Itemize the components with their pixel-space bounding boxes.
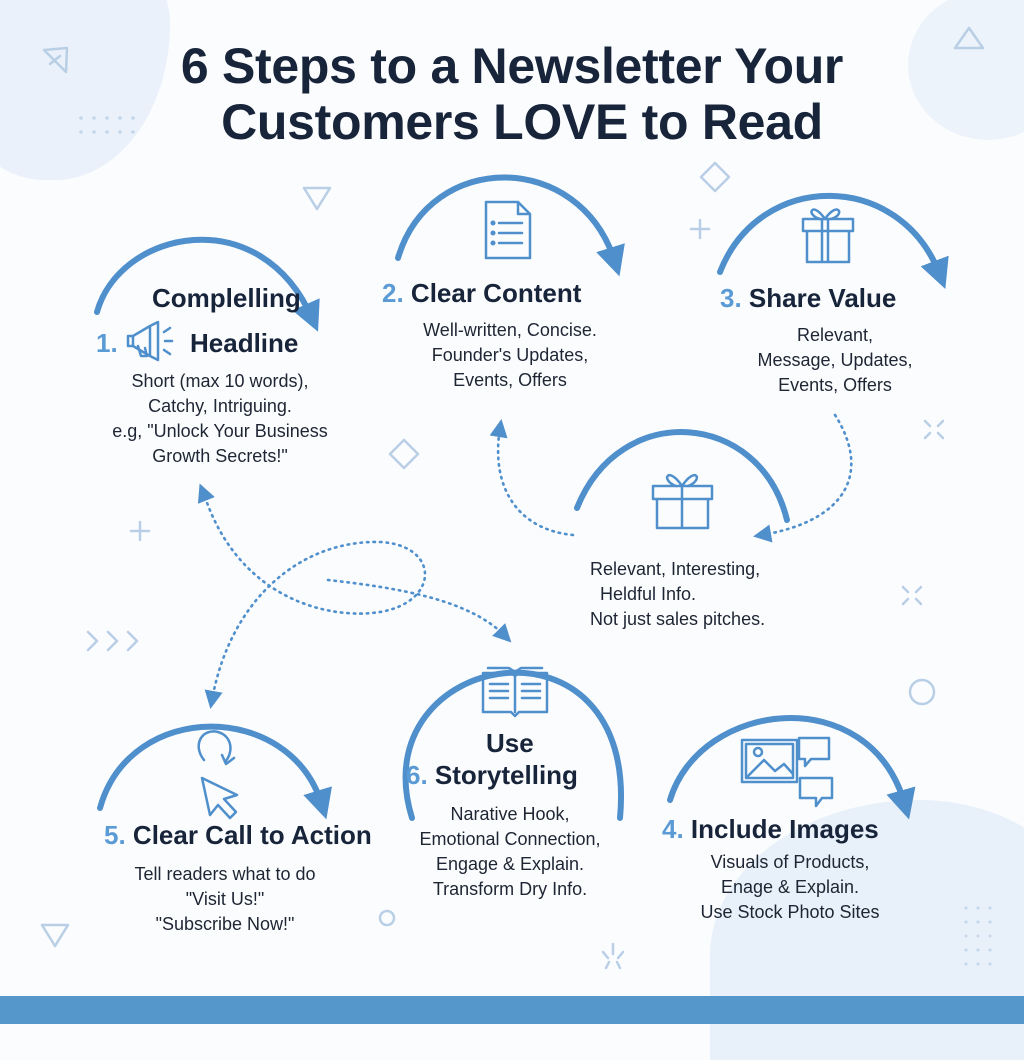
cursor-click-icon (197, 730, 239, 820)
desc-line: Emotional Connection, (419, 829, 601, 849)
dotted-connector (326, 578, 512, 643)
step-6-title: 6. Storytelling (406, 760, 578, 791)
desc-line: Tell readers what to do (134, 864, 316, 884)
step-6-description: Narative Hook, Emotional Connection, Eng… (400, 802, 620, 902)
step-6-number: 6. (406, 760, 428, 790)
step-5-description: Tell readers what to do "Visit Us!" "Sub… (90, 862, 360, 937)
step-4-arc-arrow (667, 715, 916, 820)
desc-line: Transform Dry Info. (432, 879, 588, 899)
step-2-number: 2. (382, 278, 404, 308)
step-4-title-text: Include Images (690, 814, 879, 844)
page-title: 6 Steps to a Newsletter Your Customers L… (0, 38, 1024, 150)
desc-line: "Visit Us!" (185, 889, 265, 909)
center-node-description: Relevant, Interesting, Heldful Info. Not… (590, 557, 765, 632)
desc-line: Message, Updates, (757, 350, 913, 370)
desc-line: Narative Hook, (450, 804, 570, 824)
title-line-2: Customers LOVE to Read (221, 94, 823, 150)
dotted-connector (753, 413, 853, 543)
gift-icon (651, 473, 714, 530)
decorations-layer (40, 26, 992, 970)
desc-line: e.g, "Unlock Your Business (112, 421, 328, 441)
desc-line: Well-written, Concise. (423, 320, 597, 340)
step-5-title-text: Clear Call to Action (132, 820, 372, 850)
desc-line: Events, Offers (453, 370, 567, 390)
step-4-number: 4. (662, 814, 684, 844)
desc-line: "Subscribe Now!" (155, 914, 295, 934)
desc-line: Engage & Explain. (435, 854, 585, 874)
triangle-down-icon (40, 923, 70, 948)
step-2-description: Well-written, Concise. Founder's Updates… (370, 318, 650, 393)
sparkle-icon (923, 419, 945, 440)
step-6-title-line-1: Use (486, 728, 534, 758)
step-2-title-text: Clear Content (410, 278, 582, 308)
step-1-number: 1. (96, 328, 118, 358)
dot-grid-icon (79, 116, 135, 134)
sparkle-icon (901, 585, 923, 606)
step-1-title-line-1: Complelling (152, 283, 301, 313)
step-4-title: 4. Include Images (662, 814, 879, 845)
desc-line: Relevant, Interesting, (590, 559, 761, 579)
desc-line: Short (max 10 words), (131, 371, 309, 391)
step-1-arc-arrow (94, 236, 320, 332)
image-chat-icon (740, 736, 834, 808)
step-icons-layer (126, 200, 855, 820)
step-5-number: 5. (104, 820, 126, 850)
circle-icon (908, 678, 936, 706)
title-line-1: 6 Steps to a Newsletter Your (180, 38, 844, 94)
dotted-connector (489, 419, 575, 537)
step-1-description: Short (max 10 words), Catchy, Intriguing… (70, 369, 370, 469)
dot-grid-icon (964, 906, 992, 966)
footer-bar (0, 996, 1024, 1024)
desc-line: Relevant, (796, 325, 874, 345)
step-3-title-text: Share Value (748, 283, 897, 313)
plus-icon (129, 520, 151, 542)
step-3-arc-arrow (717, 192, 949, 290)
step-3-title: 3. Share Value (720, 283, 896, 314)
desc-line: Events, Offers (778, 375, 892, 395)
dotted-connector (197, 483, 215, 504)
step-3-description: Relevant, Message, Updates, Events, Offe… (700, 323, 970, 398)
step-4-description: Visuals of Products, Enage & Explain. Us… (660, 850, 920, 925)
step-6-title-text: Storytelling (434, 760, 578, 790)
megaphone-icon (126, 320, 174, 362)
center-arc (574, 429, 790, 523)
step-5-title: 5. Clear Call to Action (104, 820, 372, 851)
desc-line: Visuals of Products, (710, 852, 870, 872)
desc-line: Not just sales pitches. (590, 609, 766, 629)
chevrons-right-icon (86, 630, 139, 652)
desc-line: Founder's Updates, (431, 345, 589, 365)
burst-icon (601, 942, 625, 970)
diamond-icon (388, 438, 420, 470)
circle-icon (378, 909, 396, 927)
gift-icon (801, 208, 855, 264)
triangle-down-icon (302, 186, 332, 211)
triangle-icon (953, 26, 985, 50)
desc-line: Use Stock Photo Sites (700, 902, 880, 922)
desc-line: Heldful Info. (600, 584, 697, 604)
dotted-connector (203, 495, 427, 709)
step-1-title-line-2: Headline (190, 328, 299, 358)
diamond-icon (699, 161, 731, 193)
step-3-number: 3. (720, 283, 742, 313)
desc-line: Enage & Explain. (720, 877, 860, 897)
paper-plane-icon (42, 46, 69, 74)
plus-icon (689, 218, 711, 240)
desc-line: Growth Secrets!" (152, 446, 288, 466)
open-book-icon (481, 666, 549, 718)
step-2-arc-arrow (395, 174, 625, 277)
step-2-title: 2. Clear Content (382, 278, 581, 309)
desc-line: Catchy, Intriguing. (148, 396, 292, 416)
step-5-arc-arrow (97, 723, 332, 820)
document-icon (484, 200, 532, 260)
